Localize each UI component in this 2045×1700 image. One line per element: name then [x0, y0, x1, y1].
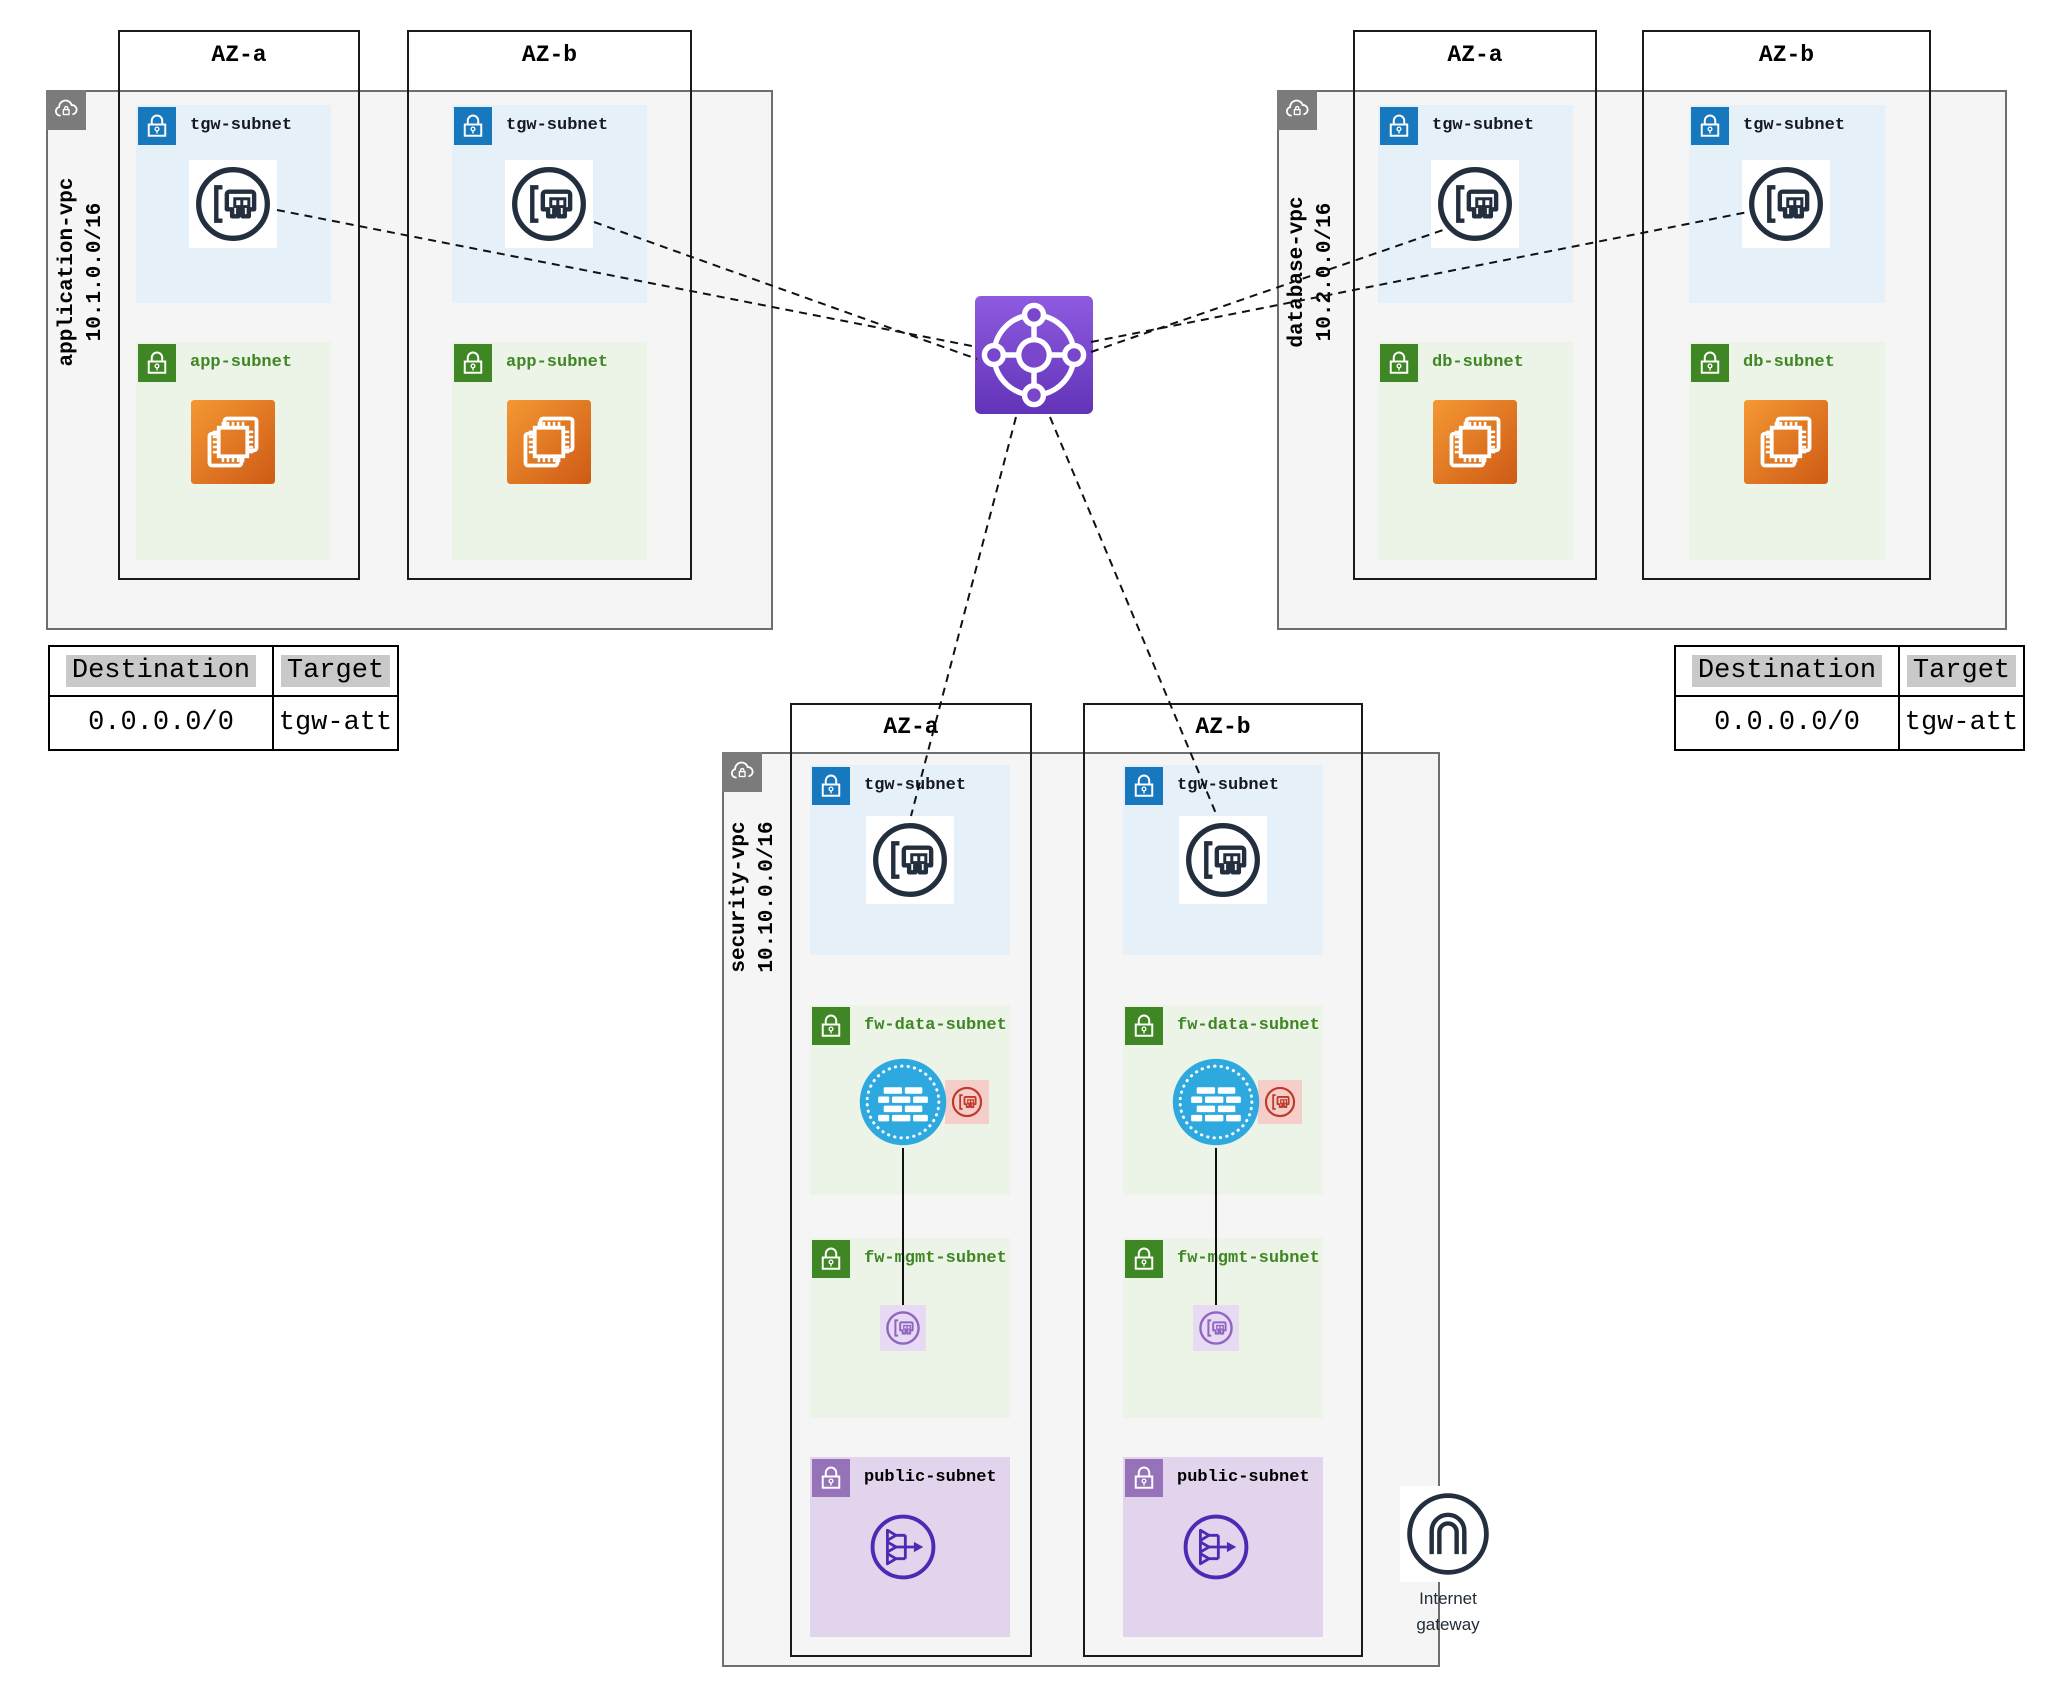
- subnet-label: app-subnet: [506, 353, 609, 372]
- vpc-label-application: application-vpc 10.1.0.0/16: [52, 142, 112, 402]
- route-table-header-cell: Target: [272, 647, 397, 697]
- elastic-network-interface-icon: [866, 816, 954, 904]
- subnet-lock-icon: [1380, 107, 1418, 145]
- ec2-instance-icon: [1433, 400, 1517, 484]
- elastic-network-interface-icon: [1742, 160, 1830, 248]
- az-title: AZ-a: [883, 714, 939, 740]
- route-table-header: Target: [1906, 655, 2017, 687]
- route-table-cell: 0.0.0.0/0: [1714, 708, 1860, 738]
- az-title: AZ-b: [521, 42, 578, 68]
- subnet-label: tgw-subnet: [1177, 776, 1280, 795]
- subnet-label: fw-data-subnet: [1177, 1016, 1320, 1035]
- eni-icon-wrap: [866, 816, 954, 904]
- subnet-label: fw-mgmt-subnet: [1177, 1249, 1320, 1268]
- subnet-label: public-subnet: [864, 1468, 997, 1487]
- az-title: AZ-a: [211, 42, 267, 68]
- ec2-instance-icon: [1744, 400, 1828, 484]
- route-table-header-cell: Destination: [50, 647, 272, 697]
- eni-icon-wrap: [1742, 160, 1830, 248]
- subnet-lock-icon: [1125, 1240, 1163, 1278]
- vpc-router-icon: [1177, 1508, 1255, 1586]
- vpc-name: database-vpc: [1286, 196, 1309, 348]
- elastic-network-interface-icon: [189, 160, 277, 248]
- internet-gateway-label-line2: gateway: [1416, 1615, 1480, 1634]
- vpc-cidr: 10.2.0.0/16: [1314, 202, 1337, 342]
- subnet-lock-icon: [812, 767, 850, 805]
- internet-gateway-label: Internet gateway: [1359, 1586, 1537, 1638]
- route-table-application: Destination Target 0.0.0.0/0 tgw-att: [48, 645, 399, 751]
- elastic-network-interface-icon: [505, 160, 593, 248]
- subnet-lock-icon: [1125, 767, 1163, 805]
- subnet-lock-icon: [1125, 1007, 1163, 1045]
- route-table-header-cell: Target: [1898, 647, 2023, 697]
- firewall-endpoint-eni-icon: [945, 1080, 989, 1124]
- subnet-label: tgw-subnet: [506, 116, 609, 135]
- route-table-cell: 0.0.0.0/0: [88, 708, 234, 738]
- az-title: AZ-a: [1447, 42, 1503, 68]
- vpc-label-security: security-vpc 10.10.0.0/16: [724, 767, 784, 1027]
- subnet-label: tgw-subnet: [1432, 116, 1535, 135]
- route-table-header: Target: [280, 655, 391, 687]
- subnet-label: fw-data-subnet: [864, 1016, 1007, 1035]
- route-table-cell: tgw-att: [272, 697, 397, 749]
- subnet-lock-icon: [1125, 1459, 1163, 1497]
- elastic-network-interface-icon: [1179, 816, 1267, 904]
- route-table-header-cell: Destination: [1676, 647, 1898, 697]
- internet-gateway-icon-wrap: [1400, 1486, 1496, 1582]
- vpc-name: application-vpc: [56, 177, 79, 367]
- internet-gateway-label-line1: Internet: [1419, 1589, 1477, 1608]
- management-eni-icon: [880, 1305, 926, 1351]
- vpc-label-database: database-vpc 10.2.0.0/16: [1282, 142, 1342, 402]
- subnet-label: tgw-subnet: [190, 116, 293, 135]
- subnet-label: public-subnet: [1177, 1468, 1310, 1487]
- eni-icon-wrap: [1179, 816, 1267, 904]
- route-table-cell: tgw-att: [1898, 697, 2023, 749]
- eni-icon-wrap: [189, 160, 277, 248]
- route-table-header: Destination: [65, 655, 257, 687]
- ec2-instance-icon: [507, 400, 591, 484]
- subnet-label: db-subnet: [1432, 353, 1524, 372]
- subnet-lock-icon: [1691, 107, 1729, 145]
- subnet-lock-icon: [138, 107, 176, 145]
- vpc-cloud-lock-icon: [1277, 90, 1317, 130]
- az-box-security-b: [1083, 703, 1363, 1657]
- subnet-lock-icon: [812, 1240, 850, 1278]
- subnet-lock-icon: [1691, 344, 1729, 382]
- vpc-cloud-lock-icon: [46, 90, 86, 130]
- ec2-instance-icon: [191, 400, 275, 484]
- route-table-database: Destination Target 0.0.0.0/0 tgw-att: [1674, 645, 2025, 751]
- vpc-name: security-vpc: [728, 821, 751, 973]
- subnet-lock-icon: [454, 344, 492, 382]
- subnet-label: fw-mgmt-subnet: [864, 1249, 1007, 1268]
- subnet-label: tgw-subnet: [1743, 116, 1846, 135]
- subnet-label: tgw-subnet: [864, 776, 967, 795]
- subnet-lock-icon: [812, 1459, 850, 1497]
- subnet-lock-icon: [812, 1007, 850, 1045]
- vpc-cloud-lock-icon: [722, 752, 762, 792]
- internet-gateway-icon: [1400, 1486, 1496, 1582]
- vpc-cidr: 10.10.0.0/16: [756, 821, 779, 973]
- az-title: AZ-b: [1758, 42, 1815, 68]
- network-firewall-icon: [1170, 1056, 1262, 1148]
- subnet-label: app-subnet: [190, 353, 293, 372]
- subnet-lock-icon: [454, 107, 492, 145]
- subnet-lock-icon: [1380, 344, 1418, 382]
- transit-gateway-icon: [975, 296, 1093, 414]
- management-eni-icon: [1193, 1305, 1239, 1351]
- route-table-header: Destination: [1691, 655, 1883, 687]
- az-title: AZ-b: [1195, 714, 1251, 740]
- firewall-endpoint-eni-icon: [1258, 1080, 1302, 1124]
- elastic-network-interface-icon: [1431, 160, 1519, 248]
- vpc-cidr: 10.1.0.0/16: [84, 202, 107, 342]
- subnet-label: db-subnet: [1743, 353, 1835, 372]
- subnet-lock-icon: [138, 344, 176, 382]
- vpc-router-icon: [864, 1508, 942, 1586]
- network-firewall-icon: [857, 1056, 949, 1148]
